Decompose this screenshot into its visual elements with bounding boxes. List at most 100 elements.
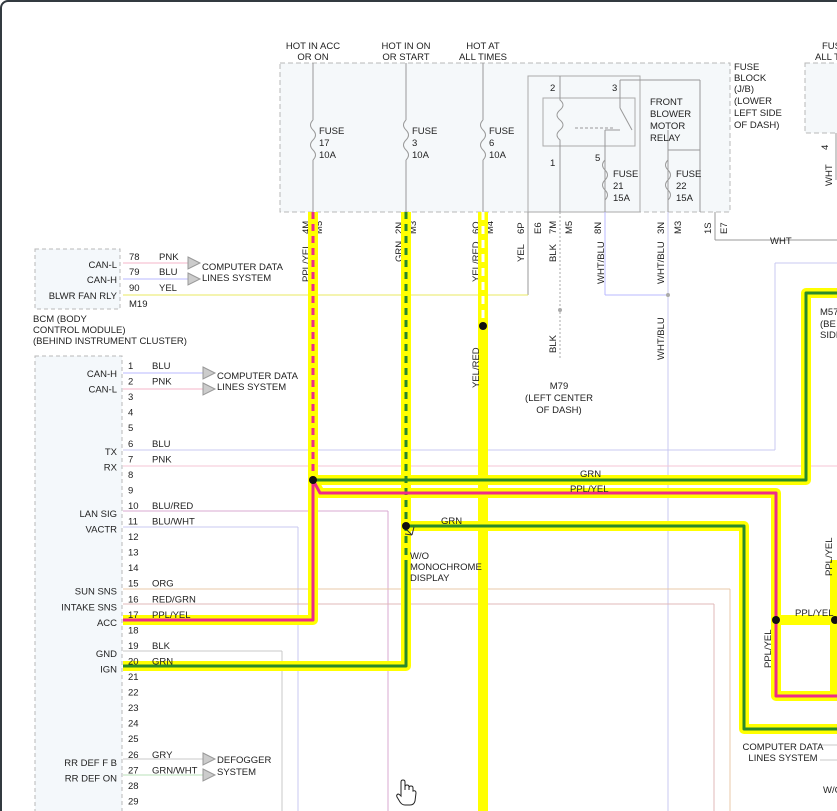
cluster-pin-number: 17 xyxy=(128,610,139,621)
header-hot-on-2: OR START xyxy=(382,52,429,63)
trace-grn-upper: GRN xyxy=(580,469,601,480)
front-blower-motor-relay: 2 3 1 5 FRONT BLOWER MOTOR RELAY xyxy=(550,83,691,169)
note-monochrome: W/O MONOCHROME DISPLAY xyxy=(410,551,482,584)
svg-text:WHT/BLU: WHT/BLU xyxy=(596,241,607,284)
cluster-pin-wire: PNK xyxy=(152,454,172,465)
cluster-pin-wire: BLU/WHT xyxy=(152,517,195,528)
cluster-pin-number: 11 xyxy=(128,517,138,528)
cluster-pin-name: IGN xyxy=(100,664,117,675)
cluster-pin-number: 6 xyxy=(128,439,133,450)
svg-text:1S: 1S xyxy=(703,222,714,234)
header-hot-at-2: ALL TIMES xyxy=(459,52,507,63)
bottom-right-wc: W/C xyxy=(823,785,837,796)
bcm-label: BCM (BODY CONTROL MODULE) (BEHIND INSTRU… xyxy=(33,314,187,347)
fuse-block-wire-labels: PPL/YEL GRN YEL/RED YEL BLK WHT/BLU WHT/… xyxy=(301,236,792,284)
cluster-pin-name: GND xyxy=(96,649,117,660)
trace-grn-lower: GRN xyxy=(441,516,462,527)
cluster-pin-name: LAN SIG xyxy=(80,509,118,520)
svg-text:YEL/RED: YEL/RED xyxy=(471,241,482,282)
cluster-pin-number: 22 xyxy=(128,688,139,699)
svg-text:78: 78 xyxy=(129,252,140,263)
bcm-cdl-2: LINES SYSTEM xyxy=(202,273,271,284)
cluster-pin-number: 3 xyxy=(128,392,133,403)
cluster-pin-name: TX xyxy=(105,447,118,458)
hand-cursor-icon xyxy=(396,779,417,806)
svg-text:8N: 8N xyxy=(593,222,604,234)
trace-ppl-yel-vert: PPL/YEL xyxy=(763,629,774,668)
svg-text:W/O: W/O xyxy=(410,551,429,562)
svg-text:WHT: WHT xyxy=(770,236,792,247)
svg-text:7M: 7M xyxy=(548,221,559,234)
cluster-pin-wire: BLK xyxy=(152,641,171,652)
svg-text:M5: M5 xyxy=(314,221,325,234)
fuse-block-right xyxy=(804,62,837,134)
svg-text:GRN: GRN xyxy=(394,241,405,262)
svg-text:(LOWER: (LOWER xyxy=(734,96,772,107)
wire-yel-red: YEL/RED xyxy=(471,347,482,388)
svg-text:M3: M3 xyxy=(408,221,419,234)
svg-text:6P: 6P xyxy=(516,222,527,234)
cluster-pin-name: CAN-H xyxy=(87,369,117,380)
cluster-pin-number: 4 xyxy=(128,408,133,419)
svg-text:M19: M19 xyxy=(129,299,147,310)
cluster-pin-number: 13 xyxy=(128,548,139,559)
svg-text:CAN-H: CAN-H xyxy=(87,275,117,286)
svg-text:DISPLAY: DISPLAY xyxy=(410,573,450,584)
bcm-pins: 78 79 90 PNK BLU YEL M19 xyxy=(129,252,179,310)
svg-text:M79: M79 xyxy=(550,381,568,392)
svg-text:79: 79 xyxy=(129,267,140,278)
cluster-pin-wire: BLU xyxy=(152,439,171,450)
bcm-pin-names: CAN-L CAN-H BLWR FAN RLY xyxy=(49,260,118,302)
cluster-pin-number: 20 xyxy=(128,656,139,667)
svg-text:10A: 10A xyxy=(319,150,337,161)
cluster-pin-number: 24 xyxy=(128,719,139,730)
cluster-pin-wire: GRY xyxy=(152,750,173,761)
cluster-pin-number: 28 xyxy=(128,781,139,792)
cluster-pin-number: 15 xyxy=(128,579,139,590)
svg-text:(LEFT CENTER: (LEFT CENTER xyxy=(525,393,593,404)
cluster-pin-number: 21 xyxy=(128,672,139,683)
cluster-pin-name: ACC xyxy=(97,618,117,629)
cluster-pin-number: 14 xyxy=(128,563,139,574)
svg-text:LINES SYSTEM: LINES SYSTEM xyxy=(748,753,817,764)
svg-text:CONTROL MODULE): CONTROL MODULE) xyxy=(33,325,126,336)
right-wire-wht: WHT xyxy=(824,164,835,186)
svg-text:(BEHIND INSTRUMENT CLUSTER): (BEHIND INSTRUMENT CLUSTER) xyxy=(33,336,187,347)
svg-text:FRONT: FRONT xyxy=(650,97,683,108)
svg-text:FUSE: FUSE xyxy=(613,169,638,180)
fuse-block-label: FUSE BLOCK (J/B) (LOWER LEFT SIDE OF DAS… xyxy=(734,62,782,131)
header-hot-acc-2: OR ON xyxy=(297,52,328,63)
svg-text:MOTOR: MOTOR xyxy=(650,121,685,132)
trace-ppl-yel-far: PPL/YEL xyxy=(824,537,835,576)
svg-text:OF DASH): OF DASH) xyxy=(536,405,581,416)
cluster-pin-name: VACTR xyxy=(86,525,118,536)
defogger-2: SYSTEM xyxy=(217,767,256,778)
svg-text:PNK: PNK xyxy=(159,252,179,263)
fuse-6: FUSE 6 10A xyxy=(489,126,514,161)
svg-text:OF DASH): OF DASH) xyxy=(734,120,779,131)
svg-text:1: 1 xyxy=(550,158,555,169)
svg-text:3: 3 xyxy=(612,83,617,94)
fuse-3: FUSE 3 10A xyxy=(412,126,437,161)
svg-text:RELAY: RELAY xyxy=(650,133,681,144)
svg-text:6: 6 xyxy=(489,138,494,149)
svg-text:COMPUTER DATA: COMPUTER DATA xyxy=(743,742,825,753)
header-all-t: ALL T xyxy=(815,52,837,63)
svg-text:PPL/YEL: PPL/YEL xyxy=(301,243,312,282)
cluster-pin-wire: PNK xyxy=(152,377,172,388)
cluster-pin-number: 23 xyxy=(128,703,139,714)
svg-text:BLU: BLU xyxy=(159,267,178,278)
cluster-pin-number: 9 xyxy=(128,485,133,496)
svg-text:M57: M57 xyxy=(820,307,837,318)
m57-label: M57 (BE SIDE xyxy=(820,307,837,341)
svg-text:15A: 15A xyxy=(676,193,694,204)
cluster-pin-number: 19 xyxy=(128,641,139,652)
cluster-pin-number: 7 xyxy=(128,454,133,465)
svg-text:22: 22 xyxy=(676,181,687,192)
cluster-pin-number: 10 xyxy=(128,501,139,512)
svg-text:BLK: BLK xyxy=(548,243,559,262)
cluster-pin-name: CAN-L xyxy=(88,385,117,396)
svg-text:3N: 3N xyxy=(656,222,667,234)
cluster-pin-wire: RED/GRN xyxy=(152,594,196,605)
